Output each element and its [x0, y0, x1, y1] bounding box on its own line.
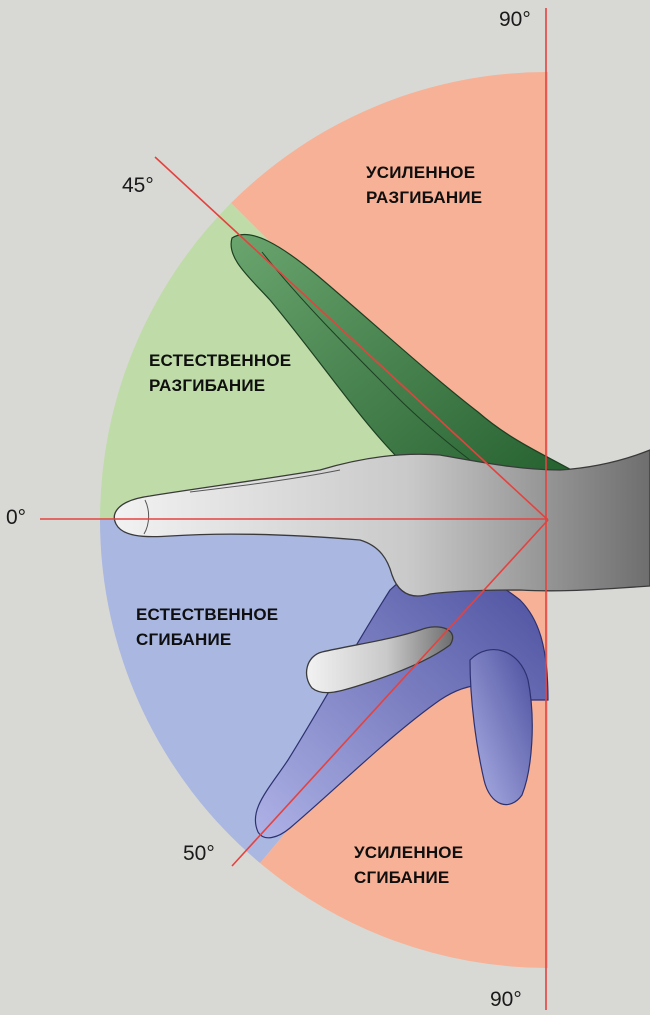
zone-label-line: ЕСТЕСТВЕННОЕ	[149, 348, 291, 373]
zone-label-natural-flexion: ЕСТЕСТВЕННОЕ СГИБАНИЕ	[136, 602, 278, 652]
zone-label-natural-extension: ЕСТЕСТВЕННОЕ РАЗГИБАНИЕ	[149, 348, 291, 398]
zone-label-line: РАЗГИБАНИЕ	[149, 373, 291, 398]
zone-label-hyperextension: УСИЛЕННОЕ РАЗГИБАНИЕ	[366, 160, 482, 210]
zone-label-line: УСИЛЕННОЕ	[366, 160, 482, 185]
zone-label-line: ЕСТЕСТВЕННОЕ	[136, 602, 278, 627]
zone-label-line: СГИБАНИЕ	[136, 627, 278, 652]
angle-label-0: 0°	[6, 506, 26, 530]
zone-label-line: СГИБАНИЕ	[354, 865, 463, 890]
angle-label-90-bottom: 90°	[490, 988, 522, 1012]
angle-label-50: 50°	[183, 842, 215, 866]
angle-label-90-top: 90°	[499, 8, 531, 32]
angle-label-45: 45°	[122, 174, 154, 198]
zone-label-line: РАЗГИБАНИЕ	[366, 185, 482, 210]
zone-label-hyperflexion: УСИЛЕННОЕ СГИБАНИЕ	[354, 840, 463, 890]
zone-label-line: УСИЛЕННОЕ	[354, 840, 463, 865]
